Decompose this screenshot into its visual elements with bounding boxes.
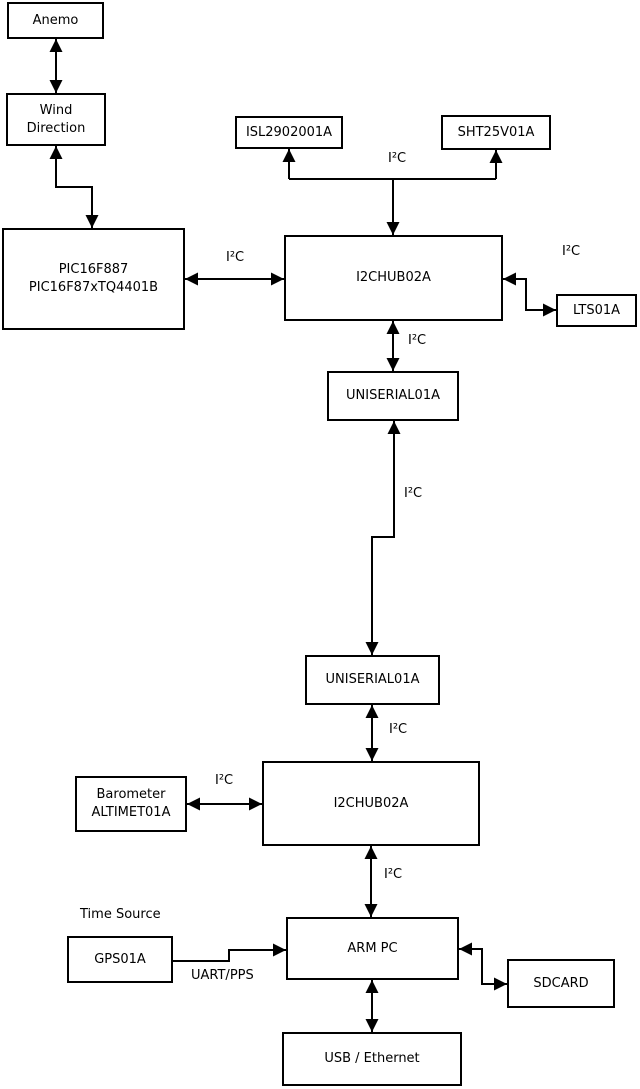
edge-label-uniserial-link-i2c: I²C: [404, 486, 423, 501]
node-pic16f887: PIC16F887 PIC16F87xTQ4401B: [2, 228, 185, 330]
node-pic16f887-line2: PIC16F87xTQ4401B: [28, 280, 159, 295]
node-gps01a: GPS01A: [67, 936, 173, 983]
node-pic16f887-line1: PIC16F887: [58, 262, 129, 277]
node-usb-ethernet-label: USB / Ethernet: [324, 1051, 420, 1066]
connector-armpc-sdcard: [459, 942, 507, 991]
edge-label-hub-uniserial-i2c: I²C: [408, 333, 427, 348]
node-wind-direction-line1: Wind: [39, 102, 73, 118]
node-sdcard: SDCARD: [507, 959, 615, 1008]
node-barometer-line1: Barometer: [96, 787, 166, 802]
annotation-time-source: Time Source: [80, 907, 161, 922]
connector-gps-armpc: [173, 943, 286, 962]
node-wind-direction-line2: Direction: [26, 120, 86, 136]
node-i2chub02a-bottom-label: I2CHUB02A: [333, 795, 409, 811]
node-uniserial01a-top-label: UNISERIAL01A: [346, 388, 440, 403]
node-sdcard-label: SDCARD: [533, 975, 589, 991]
edge-label-pic-hub-i2c: I²C: [226, 250, 245, 265]
connector-hub1-lts: [503, 272, 556, 317]
node-arm-pc-label: ARM PC: [347, 940, 398, 956]
node-uniserial01a-bottom-label: UNISERIAL01A: [325, 672, 420, 687]
node-arm-pc: ARM PC: [286, 917, 459, 980]
node-i2chub02a-top: I2CHUB02A: [284, 235, 503, 321]
node-barometer-line2: ALTIMET01A: [91, 805, 171, 820]
node-barometer-altimet01a: Barometer ALTIMET01A: [75, 776, 187, 832]
node-uniserial01a-top: UNISERIAL01A: [327, 371, 459, 421]
node-sht25v01a: SHT25V01A: [441, 115, 551, 150]
node-isl2902001a-label: ISL2902001A: [245, 124, 333, 140]
node-wind-direction: Wind Direction: [6, 93, 106, 146]
node-anemo: Anemo: [7, 2, 104, 39]
edge-label-hub2-armpc-i2c: I²C: [384, 867, 403, 882]
edge-label-hub-lts-i2c: I²C: [562, 244, 581, 259]
node-sht25v01a-label: SHT25V01A: [457, 124, 535, 140]
node-lts01a: LTS01A: [556, 294, 637, 327]
node-i2chub02a-bottom: I2CHUB02A: [262, 761, 480, 846]
edge-label-barometer-hub2-i2c: I²C: [215, 773, 234, 788]
node-lts01a-label: LTS01A: [572, 302, 621, 318]
edge-label-top-bus-i2c: I²C: [388, 151, 407, 166]
edge-label-uart-pps: UART/PPS: [191, 968, 254, 983]
node-anemo-label: Anemo: [32, 12, 79, 28]
connector-wind-pic: [49, 146, 99, 228]
node-isl2902001a: ISL2902001A: [235, 116, 343, 149]
edge-label-uniserial-hub2-i2c: I²C: [389, 722, 408, 737]
node-i2chub02a-top-label: I2CHUB02A: [356, 270, 431, 285]
node-usb-ethernet: USB / Ethernet: [282, 1032, 462, 1086]
node-gps01a-label: GPS01A: [94, 951, 146, 967]
node-uniserial01a-bottom: UNISERIAL01A: [305, 655, 440, 705]
connector-uniserial1-uniserial2: [365, 421, 401, 655]
